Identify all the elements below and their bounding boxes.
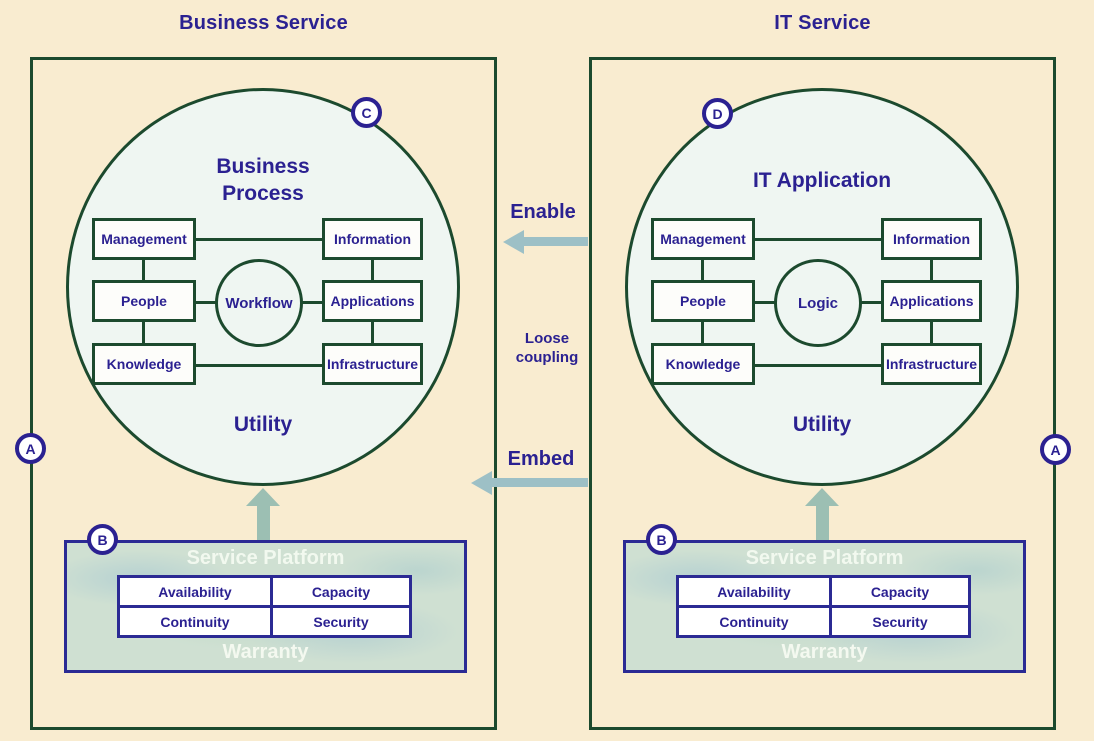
it-application-label: IT Application [672,148,972,212]
embed-label: Embed [507,448,575,470]
node-knowledge: Knowledge [651,343,755,385]
platform-to-utility-arrow [246,488,280,544]
warranty-label: Warranty [781,641,868,663]
service-platform-title: Service Platform [745,547,904,569]
connector-line [701,321,704,344]
business-process-label-line2: Process [222,182,304,205]
it-service-boundary-box [589,57,1056,730]
node-knowledge: Knowledge [92,343,196,385]
badge-a: A [1040,434,1071,465]
connector-line [196,238,322,241]
connector-line [859,301,884,304]
node-applications: Applications [881,280,982,322]
it-service-title: IT Service [774,12,871,34]
warranty-table: Availability Capacity Continuity Securit… [676,575,971,638]
connector-line [300,301,325,304]
node-infrastructure: Infrastructure [881,343,982,385]
business-service-boundary-box [30,57,497,730]
business-service-title: Business Service [179,12,348,34]
connector-line [930,259,933,282]
node-applications: Applications [322,280,423,322]
warranty-cell-capacity: Capacity [273,578,409,605]
embed-arrow [471,470,588,495]
node-information: Information [881,218,982,260]
loose-coupling-line2: coupling [515,349,579,366]
warranty-cell-availability: Availability [679,578,829,605]
warranty-cell-continuity: Continuity [679,608,829,635]
connector-line [930,321,933,344]
service-platform-box: Service Platform Availability Capacity C… [623,540,1026,673]
logic-hub-circle: Logic [774,259,862,347]
platform-to-utility-arrow [805,488,839,544]
badge-b: B [87,524,118,555]
connector-line [701,259,704,281]
warranty-cell-security: Security [273,608,409,635]
node-management: Management [92,218,196,260]
badge-b: B [646,524,677,555]
service-platform-title: Service Platform [186,547,345,569]
loose-coupling-line1: Loose [524,330,570,347]
arrow-left-icon [471,470,492,495]
utility-label: Utility [233,413,293,436]
badge-d: D [702,98,733,129]
arrow-left-icon [503,229,524,254]
enable-arrow [503,229,588,254]
service-platform-box: Service Platform Availability Capacity C… [64,540,467,673]
connector-line [755,301,777,304]
warranty-cell-security: Security [832,608,968,635]
connector-line [142,259,145,281]
node-management: Management [651,218,755,260]
connector-line [142,321,145,344]
business-process-label: Business Process [113,148,413,212]
warranty-label: Warranty [222,641,309,663]
node-infrastructure: Infrastructure [322,343,423,385]
warranty-cell-continuity: Continuity [120,608,270,635]
badge-c: C [351,97,382,128]
connector-line [755,238,881,241]
business-process-label-line1: Business [216,155,310,178]
connector-line [755,364,881,367]
warranty-cell-availability: Availability [120,578,270,605]
it-application-label-line1: IT Application [752,168,892,192]
business-service-panel: Business Service Business Process Manage… [15,0,497,741]
connector-line [196,301,218,304]
warranty-table: Availability Capacity Continuity Securit… [117,575,412,638]
workflow-hub-circle: Workflow [215,259,303,347]
loose-coupling-label: Loose coupling [488,329,606,367]
connector-line [196,364,322,367]
arrow-up-icon [246,488,280,506]
warranty-cell-capacity: Capacity [832,578,968,605]
node-people: People [92,280,196,322]
connector-line [371,259,374,282]
utility-label: Utility [792,413,852,436]
it-service-panel: IT Service IT Application Management Peo… [589,0,1071,741]
connector-line [371,321,374,344]
badge-a: A [15,433,46,464]
node-people: People [651,280,755,322]
enable-label: Enable [510,201,576,223]
arrow-up-icon [805,488,839,506]
node-information: Information [322,218,423,260]
